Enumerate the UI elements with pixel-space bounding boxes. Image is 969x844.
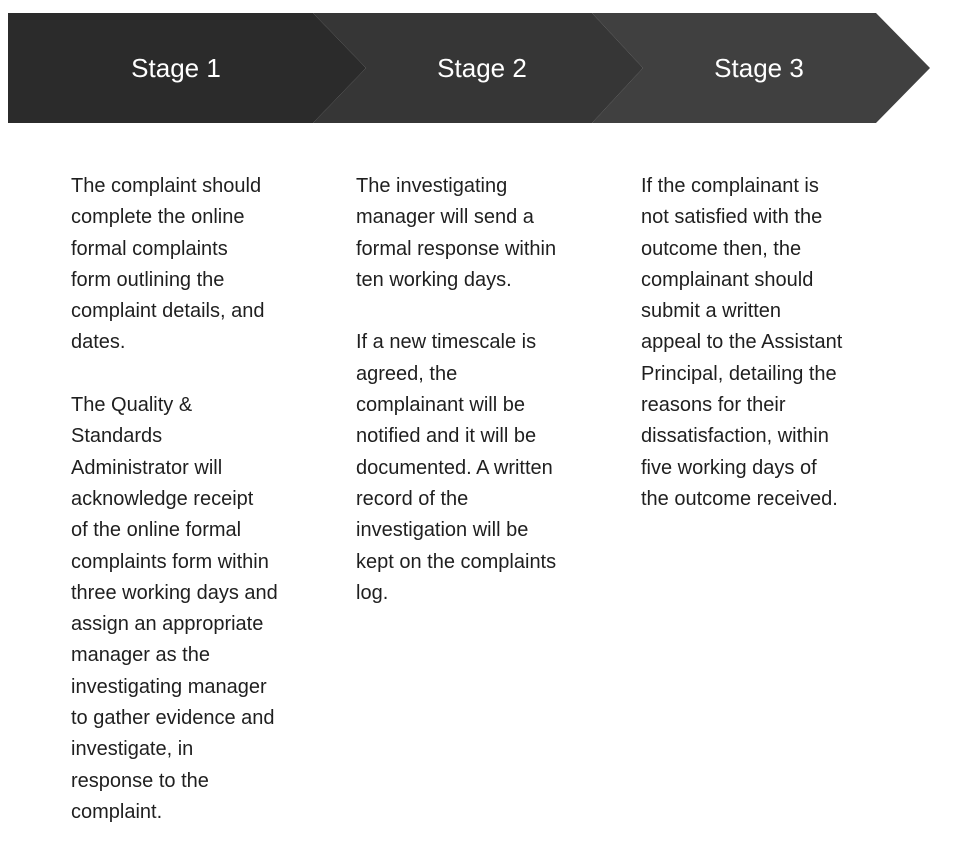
text-line: of the online formal xyxy=(71,519,242,542)
stage-3-description: If the complainant is not satisfied with… xyxy=(641,171,891,515)
text-line: The investigating xyxy=(356,175,508,197)
stage-1-paragraph-2: The Quality & Standards Administrator wi… xyxy=(71,390,321,828)
stage-2-paragraph-1: The investigating manager will send a fo… xyxy=(356,171,606,296)
stage-2-paragraph-2: If a new timescale is agreed, the compla… xyxy=(356,327,606,609)
text-line: investigate, in xyxy=(71,738,194,761)
stage-1-label: Stage 1 xyxy=(131,53,221,83)
text-line: formal complaints xyxy=(71,237,228,260)
text-line: log. xyxy=(356,581,389,604)
text-line: acknowledge receipt xyxy=(71,487,254,510)
text-line: notified and it will be xyxy=(356,425,537,448)
text-line: five working days of xyxy=(641,456,817,479)
stage-3-chevron xyxy=(592,13,930,123)
stage-1-paragraph-1: The complaint should complete the online… xyxy=(71,171,321,359)
text-line: three working days and xyxy=(71,581,278,604)
text-line: investigating manager xyxy=(71,675,267,698)
text-line: complaint. xyxy=(71,800,163,823)
stage-2-label: Stage 2 xyxy=(437,53,527,83)
text-line: record of the xyxy=(356,487,469,510)
stage-2-description: The investigating manager will send a fo… xyxy=(356,171,606,609)
text-line: The complaint should xyxy=(71,175,262,197)
text-line: complaint details, and xyxy=(71,300,265,323)
text-line: ten working days. xyxy=(356,268,512,291)
text-line: appeal to the Assistant xyxy=(641,331,843,354)
text-line: form outlining the xyxy=(71,268,225,291)
text-line: response to the xyxy=(71,769,209,792)
text-line: Principal, detailing the xyxy=(641,362,837,385)
text-line: assign an appropriate xyxy=(71,613,264,636)
text-line: manager will send a xyxy=(356,206,534,229)
text-line: not satisfied with the xyxy=(641,206,823,229)
text-line: complaints form within xyxy=(71,550,269,573)
text-line: dates. xyxy=(71,331,126,354)
text-line: complainant will be xyxy=(356,394,525,417)
text-line: agreed, the xyxy=(356,362,458,385)
process-chevron-bar: Stage 1 Stage 2 Stage 3 xyxy=(0,0,969,140)
text-line: to gather evidence and xyxy=(71,707,275,730)
stage-1-description: The complaint should complete the online… xyxy=(71,171,321,828)
text-line: submit a written xyxy=(641,300,782,323)
text-line: If a new timescale is xyxy=(356,331,537,354)
text-line: documented. A written xyxy=(356,456,553,479)
text-line: reasons for their xyxy=(641,394,786,417)
stage-1-chevron xyxy=(8,13,366,123)
text-line: the outcome received. xyxy=(641,487,838,510)
text-line: formal response within xyxy=(356,237,557,260)
chevron-shapes xyxy=(8,13,930,123)
text-line: Standards xyxy=(71,425,163,448)
text-line: investigation will be xyxy=(356,519,529,542)
text-line: complete the online xyxy=(71,206,245,229)
stage-3-paragraph-1: If the complainant is not satisfied with… xyxy=(641,171,891,515)
text-line: outcome then, the xyxy=(641,237,802,260)
text-line: The Quality & xyxy=(71,394,193,417)
stage-2-chevron xyxy=(313,13,643,123)
text-line: dissatisfaction, within xyxy=(641,425,829,448)
text-line: manager as the xyxy=(71,644,210,667)
stage-3-label: Stage 3 xyxy=(714,53,804,83)
text-line: Administrator will xyxy=(71,456,223,479)
text-line: complainant should xyxy=(641,268,814,291)
text-line: kept on the complaints xyxy=(356,550,557,573)
text-line: If the complainant is xyxy=(641,175,819,197)
